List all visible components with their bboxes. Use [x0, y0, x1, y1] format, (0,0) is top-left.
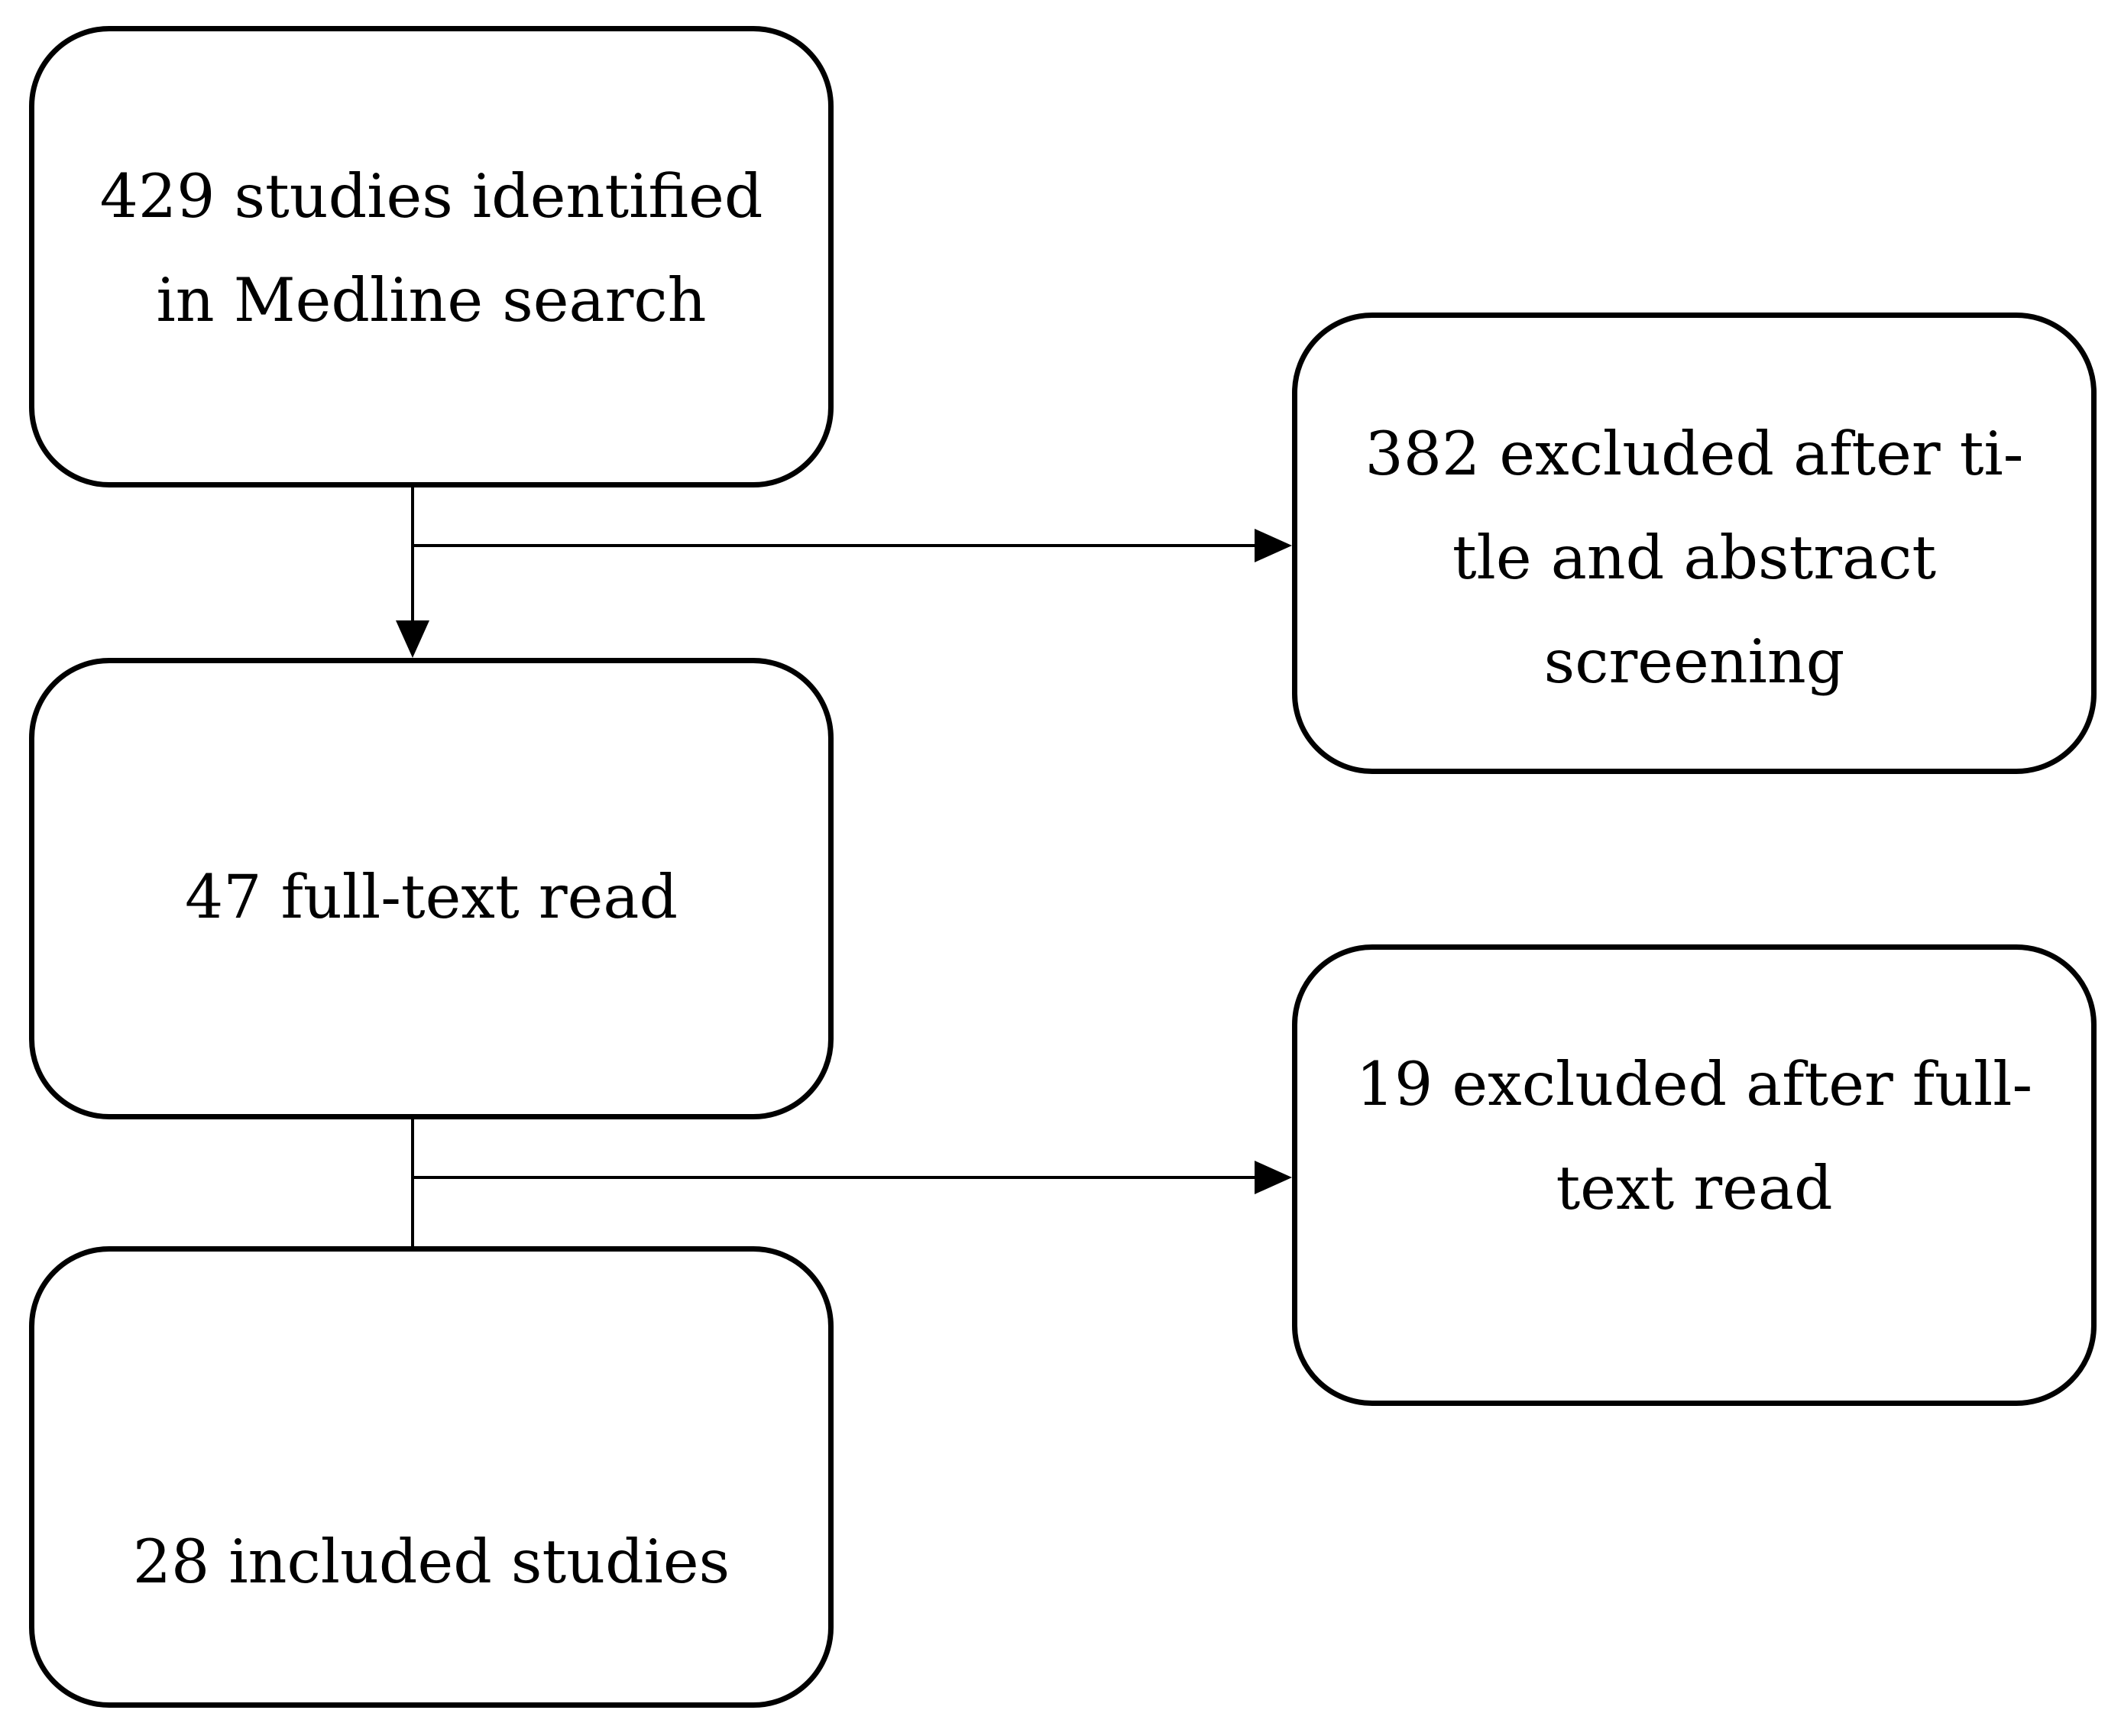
- node-excluded-full-text-text: 19 excluded after full- text read: [1297, 1032, 2091, 1240]
- node-excluded-screening-text: 382 excluded after ti- tle and abstract …: [1297, 402, 2091, 714]
- node-excluded-full-text: 19 excluded after full- text read: [1292, 944, 2097, 1406]
- node-text-line: text read: [1556, 1153, 1833, 1223]
- node-included-studies-text: 28 included studies: [34, 1510, 828, 1614]
- node-text-line: 429 studies identified: [99, 161, 763, 232]
- arrowhead-to-excluded-screening: [1255, 529, 1292, 562]
- node-text-line: screening: [1543, 627, 1845, 697]
- node-text-line: tle and abstract: [1452, 523, 1937, 593]
- node-text-line: 47 full-text read: [184, 862, 678, 932]
- node-full-text-read: 47 full-text read: [29, 658, 834, 1119]
- arrowhead-to-excluded-full-text: [1255, 1161, 1292, 1194]
- node-included-studies: 28 included studies: [29, 1246, 834, 1708]
- node-text-line: 19 excluded after full-: [1355, 1049, 2033, 1119]
- node-studies-identified-text: 429 studies identified in Medline search: [34, 144, 828, 352]
- node-studies-identified: 429 studies identified in Medline search: [29, 26, 834, 487]
- node-full-text-read-text: 47 full-text read: [34, 845, 828, 949]
- node-text-line: 382 excluded after ti-: [1365, 419, 2024, 489]
- node-text-line: 28 included studies: [132, 1527, 730, 1597]
- arrowhead-to-full-text: [396, 620, 429, 658]
- node-excluded-screening: 382 excluded after ti- tle and abstract …: [1292, 313, 2097, 774]
- node-text-line: in Medline search: [156, 265, 707, 335]
